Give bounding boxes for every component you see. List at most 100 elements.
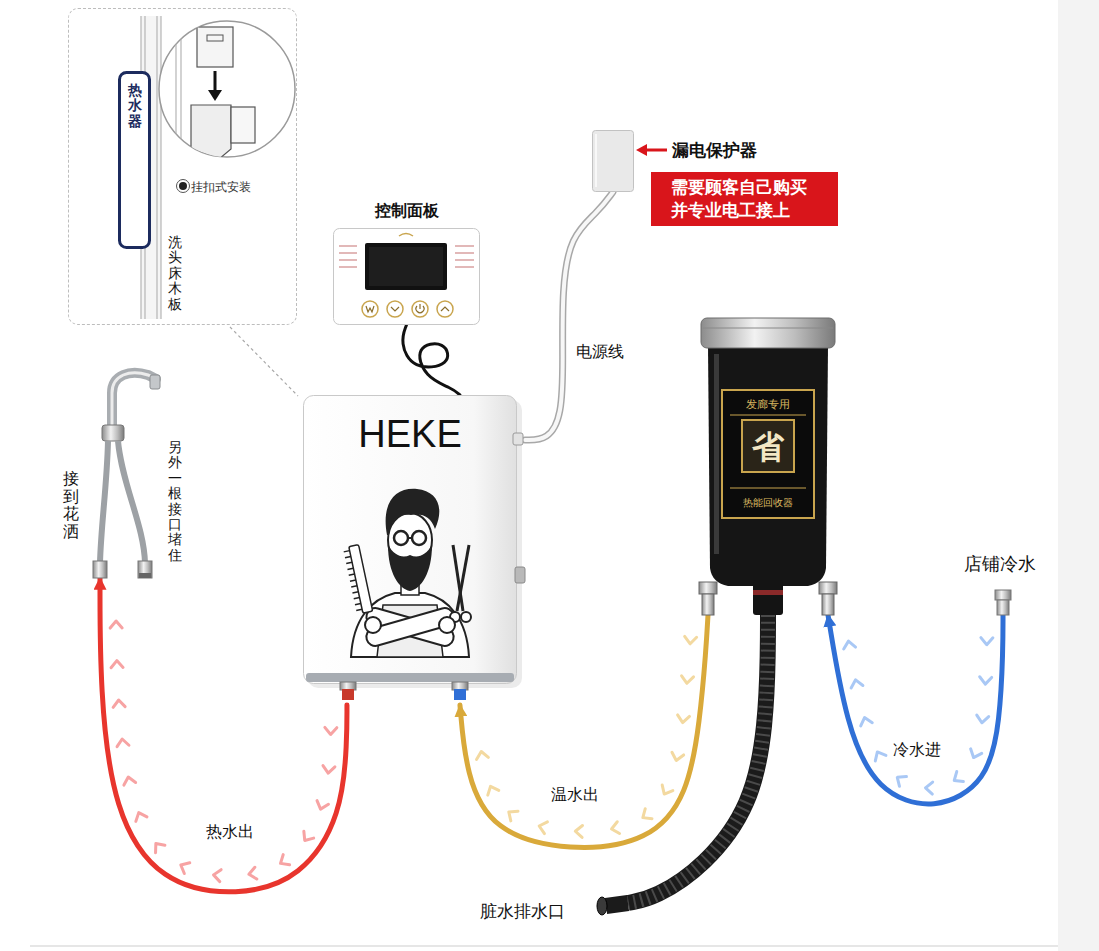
faucet-spout: [112, 373, 156, 429]
hose-fitting: [93, 561, 107, 578]
side-knob: [515, 567, 525, 583]
flow-chevron: [670, 752, 683, 761]
connector-group: [828, 615, 1003, 804]
connector-group: [403, 325, 460, 395]
flow-chevron: [681, 676, 694, 684]
install-inset: 挂扣式安装热水器: [68, 8, 297, 325]
panel-print: [455, 245, 474, 247]
panel-logo: [399, 234, 413, 237]
flow-chevron: [116, 738, 129, 746]
node-text: 发廊专用: [722, 397, 814, 412]
flow-chevron: [315, 801, 329, 811]
text-slot: HEKE: [303, 413, 517, 456]
barber-figure: [343, 489, 471, 657]
cap-groove: [703, 328, 833, 329]
page-margin: [1058, 0, 1099, 951]
comb-tooth: [351, 586, 357, 587]
comb-tooth: [354, 598, 360, 599]
label-slot: 温水出: [548, 785, 602, 806]
panel-screen: [365, 243, 447, 290]
zoom-detail: [176, 9, 255, 169]
comb: [343, 545, 373, 615]
flow-chevron: [968, 749, 982, 760]
button-icon: [441, 307, 449, 311]
leakage-breaker: 漏电保护器: [592, 130, 634, 192]
flow-chevron: [976, 715, 989, 723]
hose-ribs: [628, 615, 768, 903]
flow-chevron: [610, 822, 619, 835]
hose-fitting: [138, 561, 152, 578]
barber-glasses: [394, 531, 408, 545]
flow-chevron: [843, 640, 856, 649]
text-slot: 接到花洒: [63, 470, 79, 540]
drain-outlet: 脏水排水口: [478, 893, 628, 925]
cold-fitting: [454, 689, 466, 700]
flow-chevron: [133, 810, 147, 821]
barber-glasses: [412, 531, 426, 545]
label-slot: 洗头床木板: [168, 235, 182, 312]
panel-button: [387, 301, 403, 317]
down-arrow-shaft: [214, 71, 217, 91]
board-edge: [156, 16, 157, 319]
node-text: 另外一根接口堵住: [168, 440, 182, 563]
connector-group: [628, 615, 768, 903]
panel-print: [339, 266, 357, 268]
down-arrow-head: [208, 90, 222, 101]
panel-print: [455, 259, 474, 261]
panel-button: [412, 301, 428, 317]
flow-chevron: [859, 716, 872, 726]
braided-hose: [118, 441, 145, 563]
flow-chevron: [538, 820, 548, 833]
faucet-base: [102, 425, 124, 441]
unit-cap: [701, 318, 835, 348]
control-panel-art: [333, 228, 480, 325]
connector-label: 热水出: [203, 822, 257, 843]
flow-chevron: [850, 679, 863, 688]
board-edge: [160, 16, 161, 319]
warning-note: 需要顾客自己购买 并专业电工接上: [651, 172, 838, 226]
hose-plug: [139, 573, 151, 578]
barber-glasses-bridge: [408, 537, 412, 539]
label-slot: 电源线: [573, 342, 627, 363]
node-text: 省: [742, 426, 794, 470]
heater-body: [304, 396, 517, 684]
flow-chevron: [505, 807, 518, 821]
drain-hose-end: [606, 903, 628, 906]
label-slot: 冷水进: [890, 740, 944, 761]
text-slot: 热能回收器: [722, 496, 814, 510]
flow-chevron: [113, 700, 125, 708]
cable-casing: [525, 192, 613, 440]
inlet-nut: [819, 582, 837, 594]
cold-fitting-nut: [452, 682, 468, 690]
comb-tooth: [355, 603, 361, 604]
barber-hand: [365, 617, 381, 633]
comb-tooth: [356, 609, 362, 610]
flow-chevron: [639, 809, 652, 823]
drain-hose: [628, 615, 768, 903]
hook-plate: [197, 27, 233, 67]
supply-fitting: [997, 600, 1009, 615]
comb-tooth: [352, 592, 358, 593]
faucet-shine: [112, 373, 156, 429]
connector-label: 电源线: [573, 342, 627, 363]
comb-tooth: [349, 574, 355, 575]
inset-leader: [230, 327, 298, 396]
water-heater: HEKE: [303, 395, 525, 705]
panel-print: [339, 252, 357, 254]
heat-recovery-unit: 发廊专用省热能回收器: [698, 318, 838, 615]
flow-chevron: [300, 831, 314, 844]
node-text: 接到花洒: [63, 470, 79, 540]
heater-base-strip: [306, 673, 514, 682]
braided-hose: [100, 441, 108, 563]
cold-water-supply: 店铺冷水: [950, 550, 1050, 615]
comb-tooth: [345, 556, 351, 557]
flow-chevron: [248, 867, 257, 880]
barber-beard: [388, 545, 432, 591]
comb-tooth: [350, 580, 356, 581]
text-slot: 漏电保护器: [672, 139, 757, 162]
comb-tooth: [346, 562, 352, 563]
flow-chevron: [575, 825, 582, 837]
barber-hand: [439, 617, 455, 633]
flow-chevron: [677, 715, 690, 723]
node-text: 店铺冷水: [950, 552, 1050, 576]
